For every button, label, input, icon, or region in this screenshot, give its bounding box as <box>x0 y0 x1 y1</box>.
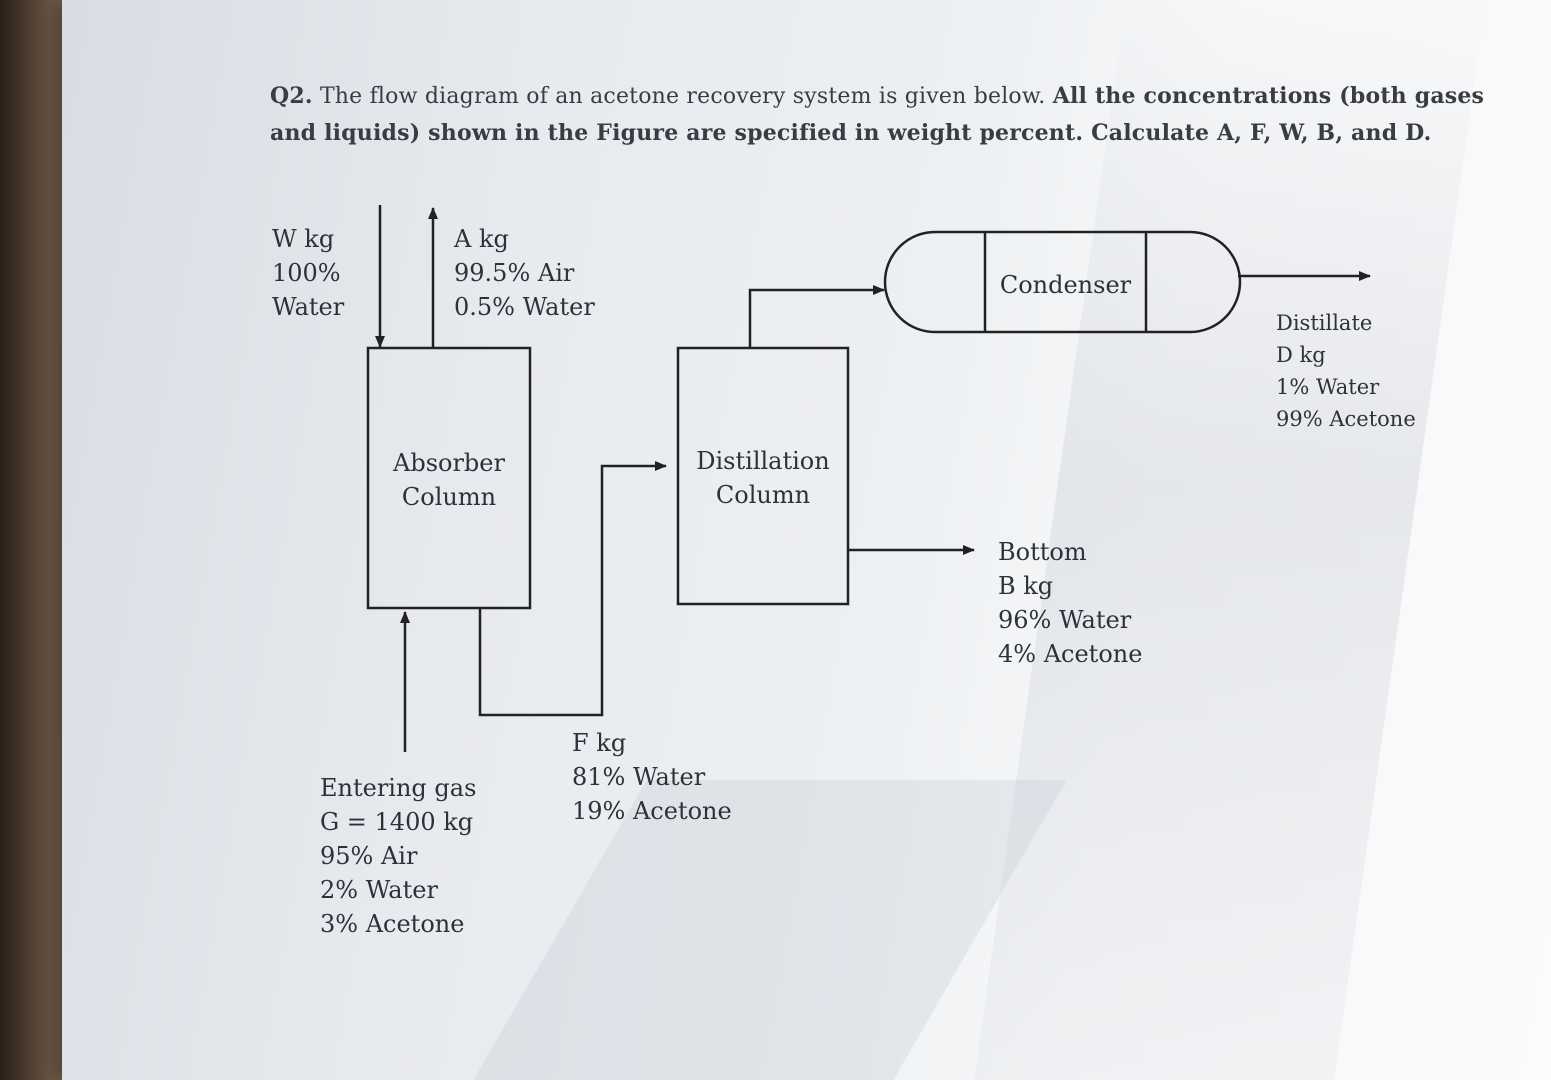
distillate-label: Distillate D kg 1% Water 99% Acetone <box>1276 307 1416 435</box>
entering-gas-line3: 95% Air <box>320 842 418 870</box>
question-text: Q2. The flow diagram of an acetone recov… <box>270 78 1490 152</box>
overhead-stream <box>748 285 885 348</box>
air-outlet-line1: 99.5% Air <box>454 259 575 287</box>
feed-line3: 19% Acetone <box>572 797 732 825</box>
entering-gas-line5: 3% Acetone <box>320 910 465 938</box>
feed-line1: F kg <box>572 729 627 757</box>
air-outlet-line2: 0.5% Water <box>454 293 595 321</box>
question-body: The flow diagram of an acetone recovery … <box>319 84 1046 109</box>
air-outlet-name: A kg <box>454 225 509 253</box>
distillate-line2: D kg <box>1276 343 1326 367</box>
entering-gas-line2: G = 1400 kg <box>320 808 474 836</box>
feed-label: F kg 81% Water 19% Acetone <box>572 726 732 828</box>
entering-gas-line4: 2% Water <box>320 876 438 904</box>
absorber-line2: Column <box>401 483 497 511</box>
distillation-line2: Column <box>715 481 811 509</box>
air-outlet-label: A kg 99.5% Air 0.5% Water <box>454 222 595 324</box>
question-instructions: All the concentrations (both gases and l… <box>270 83 1485 146</box>
distillate-line1: Distillate <box>1276 311 1373 335</box>
bottom-label: Bottom B kg 96% Water 4% Acetone <box>998 535 1142 671</box>
condenser-name: Condenser <box>999 271 1132 299</box>
distillate-line4: 99% Acetone <box>1276 407 1416 431</box>
distillation-column <box>676 346 850 606</box>
bottom-line4: 4% Acetone <box>998 640 1143 668</box>
question-number: Q2. <box>270 83 313 109</box>
feed-stream <box>478 461 667 717</box>
water-inlet-name: W kg <box>272 225 335 253</box>
entering-gas-label: Entering gas G = 1400 kg 95% Air 2% Wate… <box>320 771 476 941</box>
distillation-line1: Distillation <box>696 447 830 475</box>
absorber-line1: Absorber <box>393 449 505 477</box>
water-inlet-line2: Water <box>272 293 345 321</box>
distillation-label: Distillation Column <box>678 444 848 512</box>
water-inlet-line1: 100% <box>272 259 341 287</box>
entering-gas-line1: Entering gas <box>320 774 477 802</box>
feed-line2: 81% Water <box>572 763 706 791</box>
paper-sheet <box>62 0 1551 1080</box>
condenser-label: Condenser <box>985 268 1146 302</box>
bottom-line3: 96% Water <box>998 606 1132 634</box>
condenser-vessel <box>883 230 1242 334</box>
bottom-line2: B kg <box>998 572 1054 600</box>
water-inlet-label: W kg 100% Water <box>272 222 344 324</box>
absorber-label: Absorber Column <box>368 446 530 514</box>
bottom-line1: Bottom <box>998 538 1087 566</box>
distillate-line3: 1% Water <box>1276 375 1380 399</box>
absorber-column <box>366 346 532 610</box>
